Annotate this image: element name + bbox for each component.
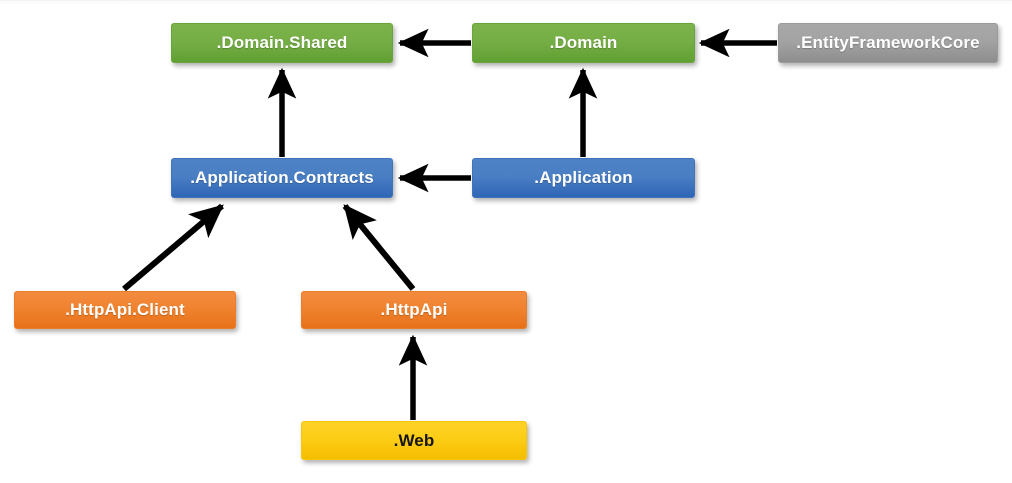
node-httpapi-label: .HttpApi — [380, 300, 448, 319]
edge-httpapi-client-to-application-contracts — [122, 203, 224, 292]
node-entity-framework-core[interactable]: .EntityFrameworkCore — [778, 23, 998, 63]
node-httpapi-client-label: .HttpApi.Client — [65, 300, 185, 319]
node-httpapi[interactable]: .HttpApi — [301, 291, 527, 329]
node-application[interactable]: .Application — [472, 158, 695, 198]
node-domain-shared[interactable]: .Domain.Shared — [171, 23, 393, 63]
node-web-label: .Web — [393, 430, 435, 450]
node-web[interactable]: .Web — [301, 421, 527, 460]
node-httpapi-client[interactable]: .HttpApi.Client — [14, 291, 236, 329]
edge-httpapi-to-application-contracts — [342, 204, 416, 291]
node-domain[interactable]: .Domain — [472, 23, 695, 63]
node-entity-framework-core-label: .EntityFrameworkCore — [796, 33, 980, 52]
node-application-contracts-label: .Application.Contracts — [190, 168, 374, 187]
node-application-contracts[interactable]: .Application.Contracts — [171, 158, 393, 198]
node-application-label: .Application — [534, 168, 633, 187]
node-domain-shared-label: .Domain.Shared — [216, 33, 348, 52]
node-domain-label: .Domain — [549, 33, 618, 52]
